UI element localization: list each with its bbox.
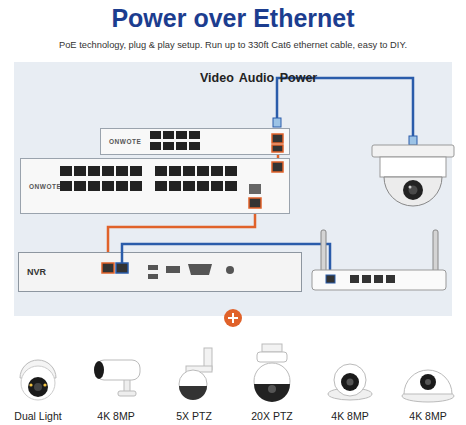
dome-face [420, 374, 436, 390]
poe-switch: ONWOTE [20, 158, 290, 214]
router-port [362, 275, 371, 283]
camera-ball [21, 366, 55, 400]
camera-stem [124, 374, 130, 392]
signal-label: Video Audio Power [200, 71, 317, 85]
ptz-arm [186, 366, 212, 372]
rj45-plug [273, 118, 281, 127]
plus-sign [228, 313, 238, 323]
bullet-body [96, 360, 140, 380]
ptz-dome [179, 370, 207, 398]
camera-tile: Dual Light [0, 336, 76, 422]
turret-face [341, 373, 359, 391]
camera-tile: 20X PTZ [234, 336, 310, 422]
camera-led [29, 383, 32, 386]
rj45-plug [409, 136, 417, 145]
node-label: ONWOTE [29, 183, 61, 190]
node-label: 20X PTZ [251, 410, 292, 422]
camera-tile: 4K 8MP [312, 336, 388, 422]
poe-switch: ONWOTE [100, 128, 290, 155]
node-label: NVR [27, 267, 46, 277]
ethernet-cable [108, 214, 255, 252]
node-label: ONWOTE [109, 138, 141, 145]
dome-cover [404, 370, 452, 394]
router-port [386, 275, 395, 283]
camera-led [43, 383, 46, 386]
node-label: Dual Light [14, 410, 61, 422]
antenna [433, 230, 438, 272]
ethernet-cable [277, 78, 413, 142]
router-port [326, 275, 335, 283]
camera-lens [425, 379, 431, 385]
ptz-bubble [179, 386, 207, 400]
turret-base [328, 388, 372, 400]
node-label: 4K 8MP [409, 410, 446, 422]
camera-base [118, 391, 136, 396]
page-caption: PoE technology, plug & play setup. Run u… [4, 40, 462, 50]
camera-tile: 4K 8MP [390, 336, 466, 422]
node-label: 4K 8MP [331, 410, 368, 422]
router-port [374, 275, 383, 283]
camera-cap [20, 360, 56, 378]
camera-lens [34, 383, 42, 391]
plus-badge [224, 309, 242, 327]
dome-base [402, 390, 454, 402]
camera-tile: 4K 8MP [78, 336, 154, 422]
bullet-face [94, 361, 104, 379]
ptz-arm [204, 348, 212, 370]
turret-ball [334, 364, 366, 396]
camera-lens [268, 385, 276, 393]
router [312, 270, 446, 290]
camera-mount [372, 145, 454, 157]
diagram-panel [14, 62, 452, 316]
camera-lens [403, 180, 423, 200]
camera-body [380, 157, 446, 177]
camera-lens [347, 379, 354, 386]
ptz-body [254, 363, 290, 399]
camera-lens [409, 186, 418, 195]
camera-tile: 5X PTZ [156, 336, 232, 422]
nvr-recorder: NVR [18, 252, 302, 292]
camera-dome [384, 177, 442, 206]
antenna [321, 230, 326, 272]
ptz-mount [262, 344, 282, 352]
node-label: 5X PTZ [176, 410, 212, 422]
node-label: 4K 8MP [97, 410, 134, 422]
router-port [350, 275, 359, 283]
lens-glint [409, 186, 412, 189]
ptz-top [257, 352, 287, 362]
ptz-bubble [254, 384, 290, 402]
camera-face [28, 377, 48, 397]
page-title: Power over Ethernet [0, 4, 466, 33]
